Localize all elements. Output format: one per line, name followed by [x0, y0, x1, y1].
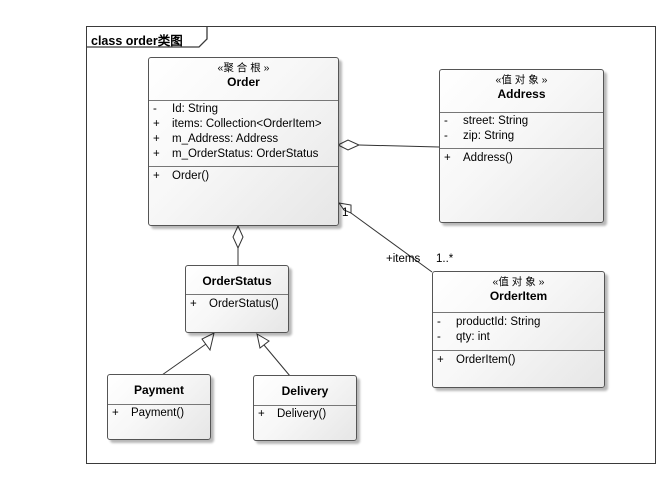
class-order-stereotype: «聚 合 根 » [217, 62, 270, 74]
delivery-generalization-arrow [256, 332, 270, 349]
class-order-attribute[interactable]: + m_OrderStatus: OrderStatus [149, 147, 338, 162]
attribute-text: Id: String [172, 103, 219, 115]
class-address-operation[interactable]: + Address() [440, 151, 603, 166]
class-orderstatus-operation[interactable]: + OrderStatus() [186, 297, 288, 312]
operation-text: Delivery() [277, 408, 327, 420]
diagram-frame [86, 26, 656, 464]
class-orderstatus-name: OrderStatus [202, 274, 272, 288]
class-address-op-separator [440, 148, 603, 149]
order-item-aggregation-diamond [337, 202, 352, 214]
class-address[interactable]: «值 对 象 » Address - street: String - zip: S… [439, 69, 604, 223]
attribute-text: m_Address: Address [172, 133, 279, 145]
class-orderitem-op-separator [433, 350, 604, 351]
class-payment[interactable]: Payment + Payment() [107, 374, 211, 440]
class-order-attribute[interactable]: - Id: String [149, 102, 338, 117]
payment-generalization-arrow [201, 332, 215, 352]
visibility-marker: + [258, 408, 265, 420]
class-orderitem-attribute[interactable]: - productId: String [433, 315, 604, 330]
order-address-aggregation-line [358, 144, 440, 148]
class-address-attribute[interactable]: - street: String [440, 114, 603, 129]
class-order[interactable]: «聚 合 根 » Order - Id: String + items: Colle… [148, 57, 339, 226]
class-orderitem-attr-separator [433, 312, 604, 313]
visibility-marker: + [190, 298, 197, 310]
attribute-text: items: Collection<OrderItem> [172, 118, 322, 130]
visibility-marker: - [437, 331, 441, 343]
order-status-aggregation-diamond [232, 224, 244, 250]
class-address-name: Address [497, 87, 546, 101]
class-orderitem-attribute[interactable]: - qty: int [433, 330, 604, 345]
class-orderstatus[interactable]: OrderStatus + OrderStatus() [185, 265, 289, 333]
class-order-attribute[interactable]: + m_Address: Address [149, 132, 338, 147]
class-orderitem-stereotype: «值 对 象 » [492, 276, 545, 288]
operation-text: OrderItem() [456, 354, 516, 366]
visibility-marker: + [112, 407, 119, 419]
visibility-marker: - [444, 130, 448, 142]
visibility-marker: + [153, 170, 160, 182]
class-payment-name: Payment [133, 383, 185, 397]
visibility-marker: + [153, 148, 160, 160]
class-address-attr-separator [440, 112, 603, 113]
operation-text: Payment() [131, 407, 185, 419]
visibility-marker: + [444, 152, 451, 164]
class-payment-operation[interactable]: + Payment() [108, 406, 210, 421]
class-delivery-name: Delivery [281, 384, 329, 398]
attribute-text: zip: String [463, 130, 515, 142]
frame-title: class order类图 [91, 34, 183, 48]
role-label-items: +items [386, 253, 421, 265]
class-orderitem-name: OrderItem [489, 289, 548, 303]
class-orderitem[interactable]: «值 对 象 » OrderItem - productId: String - q… [432, 271, 605, 388]
class-order-attribute[interactable]: + items: Collection<OrderItem> [149, 117, 338, 132]
visibility-marker: - [153, 103, 157, 115]
operation-text: OrderStatus() [209, 298, 279, 310]
class-delivery-operation[interactable]: + Delivery() [254, 407, 356, 422]
order-item-aggregation-line [350, 212, 433, 273]
visibility-marker: - [437, 316, 441, 328]
delivery-generalization-line [263, 344, 291, 377]
operation-text: Order() [172, 170, 210, 182]
visibility-marker: + [437, 354, 444, 366]
attribute-text: street: String [463, 115, 529, 127]
class-orderitem-operation[interactable]: + OrderItem() [433, 353, 604, 368]
class-order-operation[interactable]: + Order() [149, 169, 338, 184]
attribute-text: m_OrderStatus: OrderStatus [172, 148, 319, 160]
attribute-text: qty: int [456, 331, 490, 343]
multiplicity-item-end: 1..* [436, 253, 454, 265]
visibility-marker: + [153, 133, 160, 145]
attribute-text: productId: String [456, 316, 541, 328]
class-order-attr-separator [149, 100, 338, 101]
class-address-stereotype: «值 对 象 » [495, 74, 548, 86]
class-order-name: Order [227, 75, 260, 89]
class-address-attribute[interactable]: - zip: String [440, 129, 603, 144]
frame-title-tab [86, 26, 208, 48]
class-delivery-separator [254, 405, 356, 406]
class-payment-separator [108, 404, 210, 405]
payment-generalization-line [161, 343, 207, 376]
class-orderstatus-separator [186, 294, 288, 295]
class-order-op-separator [149, 166, 338, 167]
visibility-marker: + [153, 118, 160, 130]
operation-text: Address() [463, 152, 513, 164]
class-delivery[interactable]: Delivery + Delivery() [253, 375, 357, 441]
multiplicity-order-end: 1 [342, 207, 349, 219]
visibility-marker: - [444, 115, 448, 127]
order-address-aggregation-diamond [336, 139, 361, 151]
